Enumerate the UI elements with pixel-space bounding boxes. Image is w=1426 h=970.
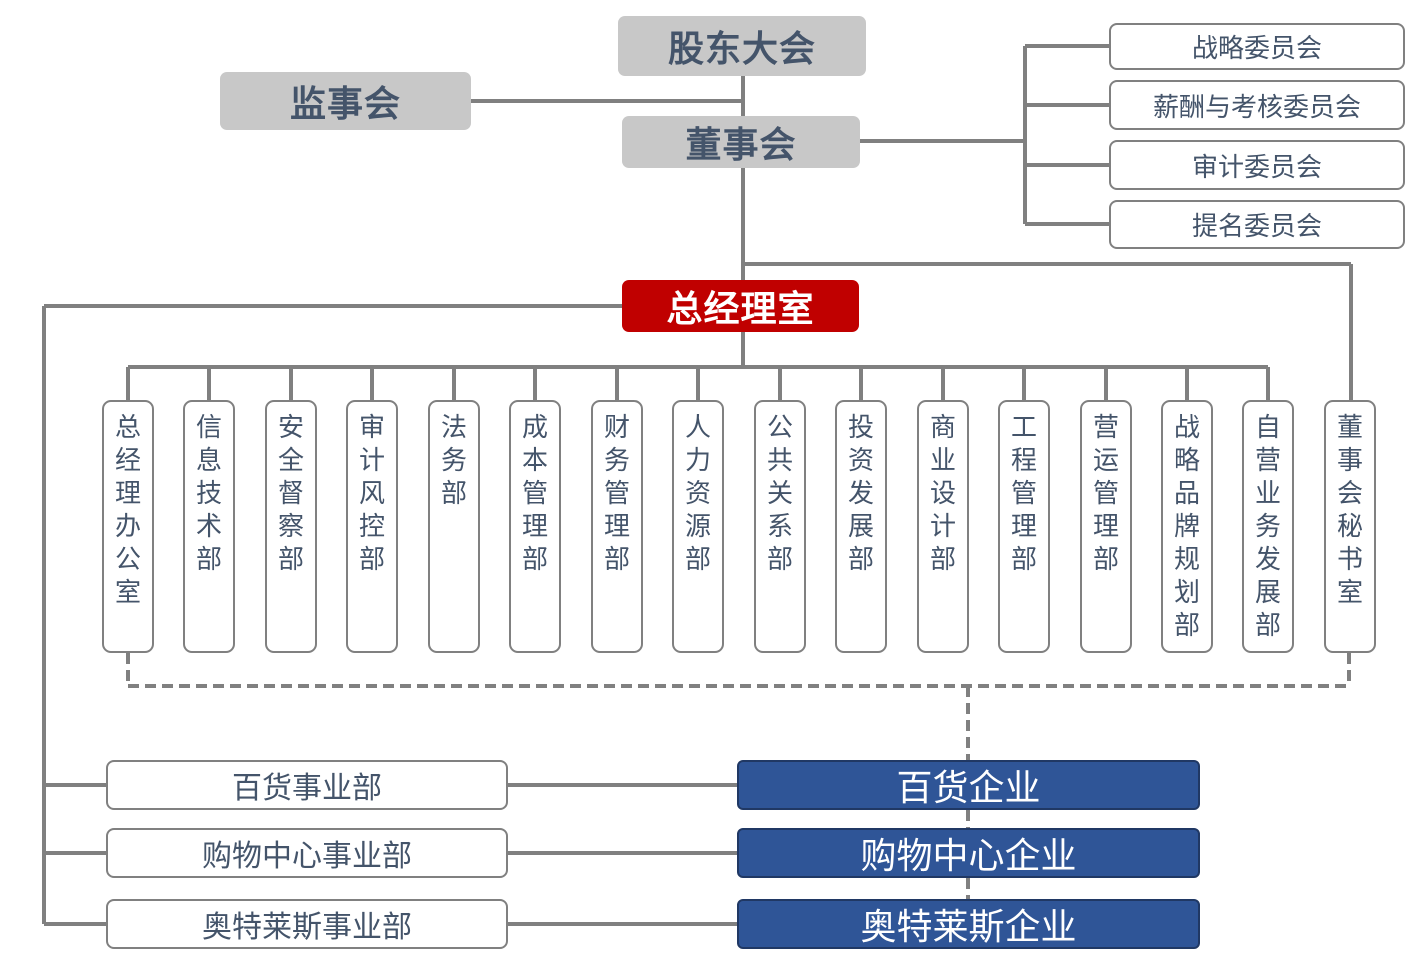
committee-nomination: 提名委员会 [1109,200,1405,249]
division-shopping-center: 购物中心事业部 [106,828,508,878]
dept-label: 工程管理部 [1010,413,1037,575]
gm-office-box: 总经理室 [622,280,859,332]
dept-it: 信息技术部 [183,400,235,653]
dept-label: 人力资源部 [684,413,711,575]
shareholders-meeting-box: 股东大会 [618,16,866,76]
dept-label: 投资发展部 [847,413,874,575]
dashed-support-lines [126,653,1351,899]
committee-strategy: 战略委员会 [1109,23,1405,70]
committee-audit: 审计委员会 [1109,140,1405,190]
dept-operations: 营运管理部 [1080,400,1132,653]
board-of-directors-box: 董事会 [622,116,860,168]
dept-label: 财务管理部 [603,413,630,575]
dept-label: 公共关系部 [766,413,793,575]
dept-label: 审计风控部 [358,413,385,575]
dept-finance: 财务管理部 [591,400,643,653]
dept-label: 营运管理部 [1092,413,1119,575]
dept-self-operated: 自营业务发展部 [1242,400,1294,653]
enterprise-shopping-center: 购物中心企业 [737,828,1200,878]
dept-public-relations: 公共关系部 [754,400,806,653]
dept-label: 商业设计部 [929,413,956,575]
department-drop-lines [126,367,1270,402]
enterprise-outlets: 奥特莱斯企业 [737,899,1200,949]
dept-safety-inspection: 安全督察部 [265,400,317,653]
dept-cost-management: 成本管理部 [509,400,561,653]
dept-label: 法务部 [440,413,467,509]
dept-investment: 投资发展部 [835,400,887,653]
dept-label: 自营业务发展部 [1254,413,1281,641]
dept-strategy-brand: 战略品牌规划部 [1161,400,1213,653]
dept-board-secretary: 董事会秘书室 [1324,400,1376,653]
dept-gm-admin-office: 总经理办公室 [102,400,154,653]
division-department-store: 百货事业部 [106,760,508,810]
dept-engineering: 工程管理部 [998,400,1050,653]
dept-label: 信息技术部 [195,413,222,575]
dept-label: 成本管理部 [521,413,548,575]
dept-label: 董事会秘书室 [1336,413,1363,608]
dept-label: 安全督察部 [277,413,304,575]
committee-remuneration: 薪酬与考核委员会 [1109,80,1405,130]
enterprise-department-store: 百货企业 [737,760,1200,810]
dept-label: 总经理办公室 [114,413,141,608]
dept-hr: 人力资源部 [672,400,724,653]
dept-commercial-design: 商业设计部 [917,400,969,653]
dept-label: 战略品牌规划部 [1173,413,1200,641]
dept-legal: 法务部 [428,400,480,653]
supervisory-board-box: 监事会 [220,72,471,130]
dept-audit-risk: 审计风控部 [346,400,398,653]
division-outlets: 奥特莱斯事业部 [106,899,508,949]
